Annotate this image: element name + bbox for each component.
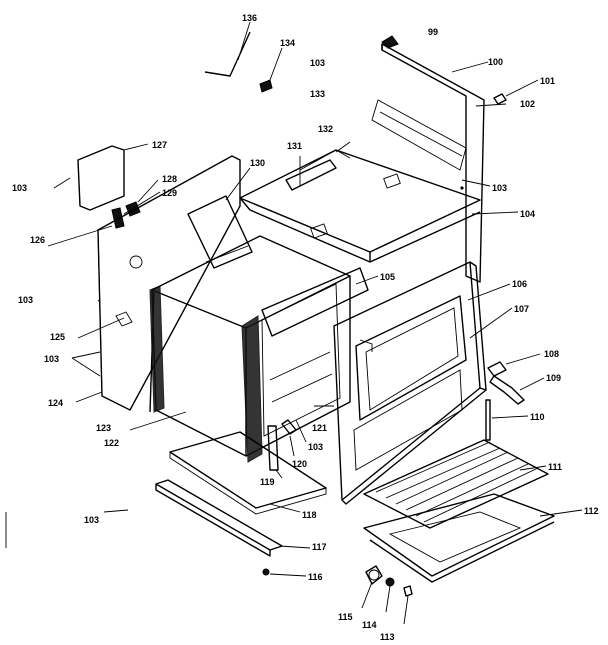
callout-118: 118	[302, 510, 317, 520]
callout-107: 107	[514, 304, 529, 314]
part-110-rod	[485, 399, 529, 441]
callout-121: 121	[312, 423, 327, 433]
callout-102: 102	[520, 99, 535, 109]
part-122-oven-body	[129, 235, 351, 463]
callout-129: 129	[162, 188, 177, 198]
part-104-top-panel	[239, 141, 519, 263]
part-113-clip	[403, 585, 413, 625]
callout-103-low: 103	[44, 354, 59, 364]
part-105-gasket	[261, 267, 379, 337]
callout-119: 119	[260, 477, 275, 487]
callout-108: 108	[544, 349, 559, 359]
callout-128: 128	[162, 174, 177, 184]
callout-123: 123	[96, 423, 111, 433]
callout-120: 120	[292, 459, 307, 469]
callout-130: 130	[250, 158, 265, 168]
callout-103-top: 103	[310, 58, 325, 68]
part-109-hinge-arm	[489, 375, 545, 405]
callout-132: 132	[318, 124, 333, 134]
part-127-bracket	[77, 143, 149, 211]
callout-113: 113	[380, 632, 395, 642]
callout-112: 112	[584, 506, 599, 516]
callout-100: 100	[488, 57, 503, 67]
callout-99: 99	[428, 27, 438, 37]
callout-labels: 136 134 99 100 101 102 103 133 132 131 1…	[12, 13, 599, 642]
part-111-rack	[363, 439, 549, 529]
callout-124: 124	[48, 398, 63, 408]
callout-117: 117	[312, 542, 327, 552]
part-128-block	[125, 179, 159, 217]
callout-105: 105	[380, 272, 395, 282]
part-103-side-panel	[47, 155, 241, 411]
part-114-bezel	[385, 577, 395, 613]
part-118-bottom-panel	[169, 431, 327, 515]
part-101-plug	[493, 79, 539, 105]
callout-111: 111	[548, 462, 562, 472]
part-129-connector	[111, 191, 161, 229]
callout-106: 106	[512, 279, 527, 289]
callout-101: 101	[540, 76, 555, 86]
part-116-screw	[262, 568, 307, 577]
callout-114: 114	[362, 620, 377, 630]
callout-131: 131	[287, 141, 302, 151]
part-100-rear-panel	[371, 35, 507, 283]
part-112-broiler-pan	[363, 493, 583, 583]
callout-104: 104	[520, 209, 535, 219]
callout-116: 116	[308, 572, 323, 582]
part-130-panel	[187, 167, 253, 269]
callout-109: 109	[546, 373, 561, 383]
callout-103-right: 103	[492, 183, 507, 193]
callout-103-mid: 103	[18, 295, 33, 305]
part-misc-leads	[53, 177, 334, 513]
part-106-door	[333, 261, 513, 505]
part-134-clip	[259, 47, 283, 93]
callout-115: 115	[338, 612, 353, 622]
callout-103-oven: 103	[308, 442, 323, 452]
part-136-wire	[204, 21, 251, 77]
part-117-kick-panel	[155, 479, 311, 557]
callout-126: 126	[30, 235, 45, 245]
callout-127: 127	[152, 140, 167, 150]
callout-133: 133	[310, 89, 325, 99]
callout-125: 125	[50, 332, 65, 342]
callout-136: 136	[242, 13, 257, 23]
part-108-hinge	[487, 353, 541, 377]
callout-103-left: 103	[12, 183, 27, 193]
callout-122: 122	[104, 438, 119, 448]
part-115-knob	[361, 565, 383, 609]
callout-134: 134	[280, 38, 295, 48]
callout-103-bottom: 103	[84, 515, 99, 525]
callout-110: 110	[530, 412, 545, 422]
